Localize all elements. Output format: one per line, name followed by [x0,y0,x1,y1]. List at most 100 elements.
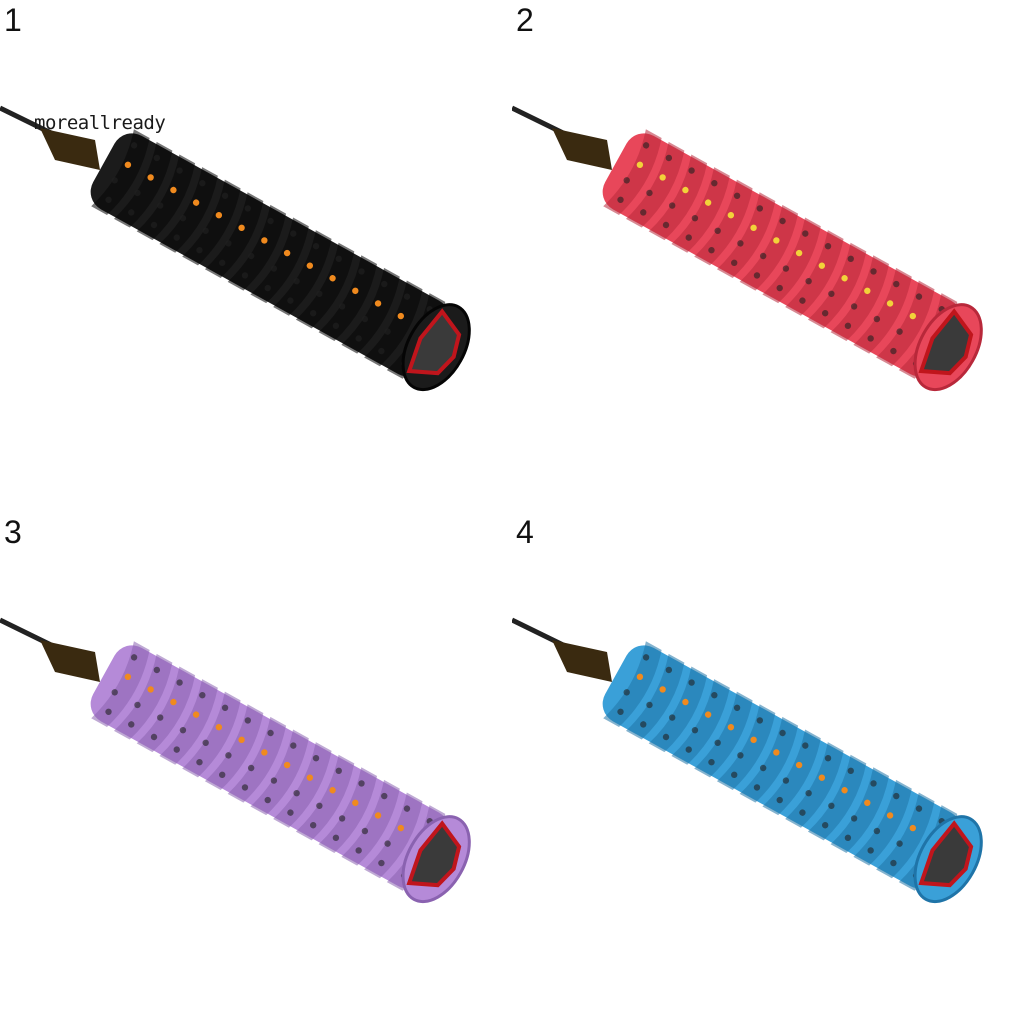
grip-perforation [782,265,790,272]
grip-perforation [150,733,158,741]
grip-perforation [711,691,718,699]
grip-wrap-ridge [671,679,730,765]
grip-wrap-ridge [250,729,309,816]
grip-perforation [329,275,336,282]
grip-perforation [824,243,832,250]
grip-perforation [335,255,342,263]
grip-wrap-ridge [227,716,287,803]
grip-perforation [293,277,300,285]
grip-wrap-ridge [807,754,867,841]
grip-handle [90,641,471,904]
grip-wrap-ridge [830,767,890,853]
grip-perforation [896,328,903,335]
grip-perforation [756,205,764,212]
grip-perforation [617,196,624,203]
grip-perforation [773,749,780,756]
grip-wrap-ridge [785,230,844,316]
grip-perforation [662,221,670,229]
grip-perforation [727,212,735,219]
grip-perforation [247,252,255,260]
grip-perforation [244,205,252,212]
grip-perforation [267,729,274,737]
grip-perforation [731,259,738,267]
grip-wrap-ridge [694,691,753,778]
grip-perforation [332,834,340,842]
grip-perforation [727,724,735,731]
grip-perforation [381,792,388,800]
grip-perforation [283,249,291,257]
grip-perforation [759,252,767,260]
grip-wrap-ridge [159,679,218,765]
grip-handle [90,129,471,392]
grip-perforation [111,689,118,696]
variant-number-2: 2 [516,2,534,38]
grip-perforation [355,847,362,854]
grip-perforation [338,815,346,822]
grip-perforation [173,234,180,241]
grip-perforation [338,303,346,310]
grip-perforation [704,199,712,206]
grip-perforation [802,742,809,749]
grip-wrap-ridge [273,742,332,828]
grip-photo-1 [0,105,471,392]
grip-perforation [225,752,232,759]
grip-perforation [335,767,342,775]
grip-perforation [374,300,382,307]
grip-perforation [111,177,118,184]
grip-perforation [202,739,209,746]
grip-perforation [844,834,852,842]
racket-throat [40,128,100,170]
grip-perforation [909,824,916,832]
grip-perforation [756,717,764,724]
grip-perforation [636,161,644,169]
grip-wrap-ridge [671,167,730,253]
grip-perforation [287,809,294,816]
grip-perforation [850,815,858,822]
grip-wrap-ridge [318,767,378,853]
variant-panel-2: 2 [512,0,1024,512]
grip-perforation [782,777,790,784]
grip-perforation [244,717,252,724]
grip-wrap-ridge [807,242,867,329]
grip-perforation [381,280,388,288]
grip-perforation [290,230,297,237]
grip-perforation [225,240,232,247]
grip-perforation [750,736,757,744]
grip-wrap-ridge [204,192,264,278]
grip-wrap-ridge [716,192,776,278]
grip-perforation [384,328,391,335]
grip-perforation [261,237,268,244]
grip-perforation [737,752,744,759]
grip-perforation [685,746,692,753]
grip-perforation [896,840,903,847]
grip-perforation [795,761,803,769]
grip-perforation [682,698,689,706]
grip-perforation [847,767,854,775]
grip-perforation [287,297,294,304]
grip-perforation [659,686,666,693]
grip-wrap-ridge [113,141,173,228]
grip-perforation [886,300,894,307]
grip-perforation [358,780,365,787]
grip-perforation [893,280,900,288]
grip-perforation [215,212,223,219]
grip-wrap-ridge [876,280,935,367]
grip-perforation [316,802,323,810]
racket-throat [40,640,100,682]
grip-perforation [779,217,786,225]
grip-perforation [870,268,877,275]
grip-perforation [179,214,187,222]
grip-wrap-ridge [341,267,400,354]
grip-perforation [267,217,274,225]
grip-perforation [329,787,336,794]
grip-perforation [241,784,249,791]
grip-perforation [202,227,209,234]
grip-perforation [915,293,923,300]
variant-number-1: 1 [4,2,22,38]
grip-perforation [714,739,721,746]
grip-perforation [361,827,369,835]
grip-wrap-ridge [250,217,309,304]
grip-perforation [270,777,278,784]
grip-end-cap [918,820,974,888]
grip-wrap-ridge [853,779,912,866]
